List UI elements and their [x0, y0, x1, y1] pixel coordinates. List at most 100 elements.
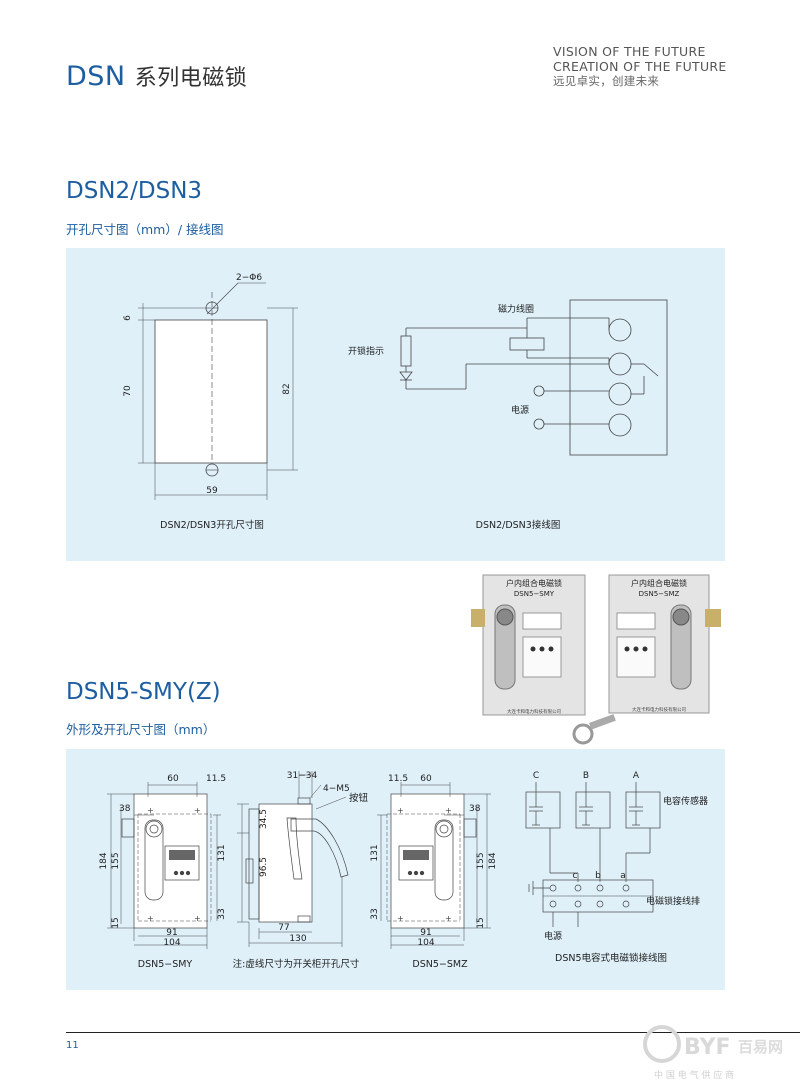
- sensor-label: 电容传感器: [663, 795, 708, 807]
- terminal-top-4: [622, 884, 630, 892]
- power-label: 电源: [511, 404, 529, 416]
- wiring-power-label: 电源: [544, 930, 562, 942]
- right-plate: 大连卡和电力科技有限公司: [632, 706, 686, 713]
- left-bolt: [471, 609, 485, 627]
- left-handle: [494, 604, 516, 690]
- wiring-caption: DSN2/DSN3接线图: [476, 519, 561, 531]
- smz-dim-33: 33: [370, 908, 380, 919]
- wiring-drawing: [399, 299, 668, 456]
- svg-text:+: +: [445, 914, 452, 923]
- side-panel: [248, 808, 260, 920]
- sensor-b: [575, 791, 611, 829]
- capacitive-wiring-caption: DSN5电容式电磁锁接线图: [555, 952, 667, 964]
- right-bolt: [705, 609, 721, 627]
- button-label: 按钮: [349, 792, 369, 804]
- side-view-drawing: [237, 771, 349, 947]
- side-dim-4m5: 4−M5: [323, 784, 350, 794]
- terminal-bottom-2: [574, 900, 582, 908]
- svg-text:+: +: [445, 806, 452, 815]
- smy-caption: DSN5−SMY: [138, 959, 193, 970]
- side-bolt: [245, 858, 254, 884]
- slogan-cn: 远见卓实，创建未来: [553, 74, 660, 88]
- svg-text:+: +: [147, 806, 154, 815]
- coil: [509, 337, 545, 351]
- watermark-svg: BYF 百易网 中 国 电 气 供 应 商: [643, 1025, 783, 1081]
- terminal-top-2: [574, 884, 582, 892]
- dim-top: 6: [123, 315, 133, 321]
- smy-dim-115: 11.5: [206, 774, 226, 784]
- smy-front-drawing: + + + +: [107, 782, 221, 949]
- section1-diagrams: 2−Φ6 6 70 82 59 DSN2/DSN3开孔尺寸图: [123, 273, 668, 531]
- lock-body: [569, 299, 668, 456]
- side-body: [258, 803, 313, 923]
- smz-caption: DSN5−SMZ: [412, 959, 468, 970]
- smy-dim-184: 184: [99, 852, 109, 869]
- smz-dim-115: 11.5: [388, 774, 408, 784]
- phase-c-label: C: [533, 771, 539, 781]
- dim-left: 70: [123, 385, 133, 397]
- slogan-line1: VISION OF THE FUTURE: [553, 44, 706, 59]
- svg-text:+: +: [194, 806, 201, 815]
- cutout-rect: [154, 319, 268, 464]
- smy-indicator: [164, 845, 200, 881]
- sensor-c: [525, 791, 561, 829]
- section1-panel: 2−Φ6 6 70 82 59 DSN2/DSN3开孔尺寸图: [66, 248, 725, 561]
- smz-dim-60: 60: [420, 774, 432, 784]
- indicator-led: [399, 371, 413, 381]
- terminal-3: [608, 382, 632, 406]
- smz-dim-91: 91: [420, 928, 431, 938]
- smy-dim-60: 60: [167, 774, 179, 784]
- coil-label: 磁力线圈: [498, 303, 534, 315]
- hole-label: 2−Φ6: [236, 273, 262, 283]
- terminal-label: 电磁锁接线排: [646, 895, 700, 907]
- smz-dim-104: 104: [417, 938, 434, 948]
- smy-handle: [144, 819, 164, 901]
- terminal-4: [608, 413, 632, 437]
- terminal-2: [608, 352, 632, 376]
- terminal-top-3: [596, 884, 604, 892]
- smz-dim-15: 15: [476, 917, 486, 928]
- smy-keyhole: [145, 820, 163, 838]
- power-terminal-1: [533, 385, 545, 397]
- phase-b-label: B: [583, 771, 589, 781]
- footer-divider: [66, 1032, 800, 1033]
- page-number: 11: [66, 1040, 79, 1051]
- indicator-label: 开锁指示: [348, 345, 384, 357]
- right-keyhole: [672, 608, 690, 626]
- svg-text:+: +: [397, 806, 404, 815]
- smz-dim-184: 184: [488, 852, 498, 869]
- indicator-resistor: [400, 335, 412, 367]
- left-unit-label: 户内组合电磁锁: [506, 578, 562, 588]
- section2-subtitle: 外形及开孔尺寸图（mm）: [66, 722, 216, 737]
- section2-diagrams: + + + + 60 11.5 38 184 155 131 15 33: [99, 771, 708, 970]
- side-button: [297, 797, 311, 805]
- left-keyhole: [496, 608, 514, 626]
- side-dim-3134: 31−34: [287, 771, 318, 781]
- product-photo-svg: 户内组合电磁锁 DSN5−SMY 大连卡和电力科技有限公司 户内组合电磁锁 DS…: [471, 574, 721, 745]
- terminal-1: [608, 318, 632, 342]
- smy-dim-104: 104: [163, 938, 180, 948]
- smz-dim-131: 131: [370, 844, 380, 861]
- watermark-brand-cn: 百易网: [738, 1038, 783, 1056]
- terminal-bottom-1: [549, 900, 557, 908]
- svg-text:+: +: [194, 914, 201, 923]
- smy-dim-38: 38: [119, 804, 131, 814]
- left-plate: 大连卡和电力科技有限公司: [507, 708, 561, 715]
- smz-body: [390, 793, 465, 929]
- product-photo: 户内组合电磁锁 DSN5−SMY 大连卡和电力科技有限公司 户内组合电磁锁 DS…: [471, 571, 726, 749]
- terminal-top-1: [549, 884, 557, 892]
- left-unit-model: DSN5−SMY: [514, 590, 555, 598]
- section1-subtitle: 开孔尺寸图（mm）/ 接线图: [66, 222, 224, 237]
- smz-dim-155: 155: [476, 852, 486, 869]
- smy-dim-155: 155: [111, 852, 121, 869]
- right-handle: [670, 604, 692, 690]
- terminal-bottom-4: [622, 900, 630, 908]
- smy-dim-131: 131: [217, 844, 227, 861]
- dim-right: 82: [282, 383, 292, 394]
- side-nut: [297, 915, 311, 923]
- smz-handle: [434, 819, 454, 901]
- smy-dim-33: 33: [217, 908, 227, 919]
- cutout-drawing: [138, 282, 298, 500]
- cutout-caption: DSN2/DSN3开孔尺寸图: [160, 519, 264, 531]
- power-terminal-2: [533, 418, 545, 430]
